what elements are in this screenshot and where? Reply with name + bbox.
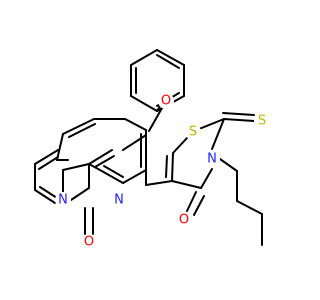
bond-thz-1-inner (165, 155, 168, 178)
atom-o-ether: O (158, 93, 174, 109)
bond-thione-double-2 (222, 112, 255, 116)
bond-layer (34, 49, 263, 246)
bond-fused-4-inner (103, 165, 124, 178)
bond-phenyl-2 (130, 95, 158, 112)
bond-ether-pyrimidine (148, 107, 163, 132)
bond-pyridine-3-inner (39, 186, 58, 199)
bond-pyridine-7 (62, 163, 90, 171)
bond-fused-2 (122, 134, 147, 151)
atom-n-thiazolidine: N (204, 151, 220, 167)
bond-phenyl-5 (156, 49, 185, 66)
bond-amide-double-1 (186, 191, 197, 212)
bond-thione-double-1 (223, 118, 255, 122)
bond-pyr-5 (56, 133, 64, 161)
bond-phenyl-6 (130, 49, 158, 66)
bond-pyr-4 (62, 118, 95, 135)
bond-pyridine-4 (70, 187, 90, 201)
bond-fused-1 (88, 149, 113, 165)
molecule-structure: N N O O S S N O (34, 49, 270, 250)
atom-label-layer: N N O O S S N O (55, 93, 270, 250)
bond-thz-1 (171, 152, 174, 182)
atom-o-amide: O (176, 212, 192, 228)
bond-butyl-3 (236, 200, 263, 215)
bond-fused-4 (99, 169, 124, 184)
atom-n-thiazolidine-label: N (207, 152, 217, 167)
bond-thz-4 (211, 118, 225, 150)
atom-s-thione: S (254, 113, 270, 129)
bond-pyridine-1 (34, 149, 59, 165)
bond-butyl-1 (219, 158, 238, 172)
bond-pyr-2 (124, 118, 147, 131)
atom-o-amide-label: O (179, 213, 189, 228)
atom-s-thione-label: S (258, 114, 266, 129)
bond-fused-5 (88, 163, 101, 171)
atom-o-ketone: O (81, 234, 97, 250)
atom-s-ring: S (185, 124, 201, 140)
bond-thz-3 (198, 118, 225, 130)
bond-fused-3 (122, 169, 147, 184)
bond-thz-5 (200, 168, 213, 189)
bond-thz-2 (172, 137, 188, 154)
atom-n-bridge-label: N (58, 193, 68, 208)
atom-n-pyrimidine: N (111, 192, 127, 208)
atom-o-ketone-label: O (84, 235, 94, 250)
bond-pyridine-3 (34, 189, 56, 204)
atom-s-ring-label: S (189, 125, 197, 140)
bond-fused-1-inner (94, 155, 115, 168)
bond-link-2 (145, 180, 173, 186)
bond-pyridine-1-inner (38, 156, 59, 170)
atom-n-bridge: N (55, 192, 71, 208)
atom-n-pyrimidine-label: N (114, 193, 124, 208)
atom-o-ether-label: O (161, 94, 171, 109)
bond-thz-6 (171, 180, 202, 189)
bond-amide-double-2 (193, 195, 205, 216)
bond-phenyl-5-inner (156, 54, 180, 69)
bond-pyr-4-inner (68, 123, 96, 138)
